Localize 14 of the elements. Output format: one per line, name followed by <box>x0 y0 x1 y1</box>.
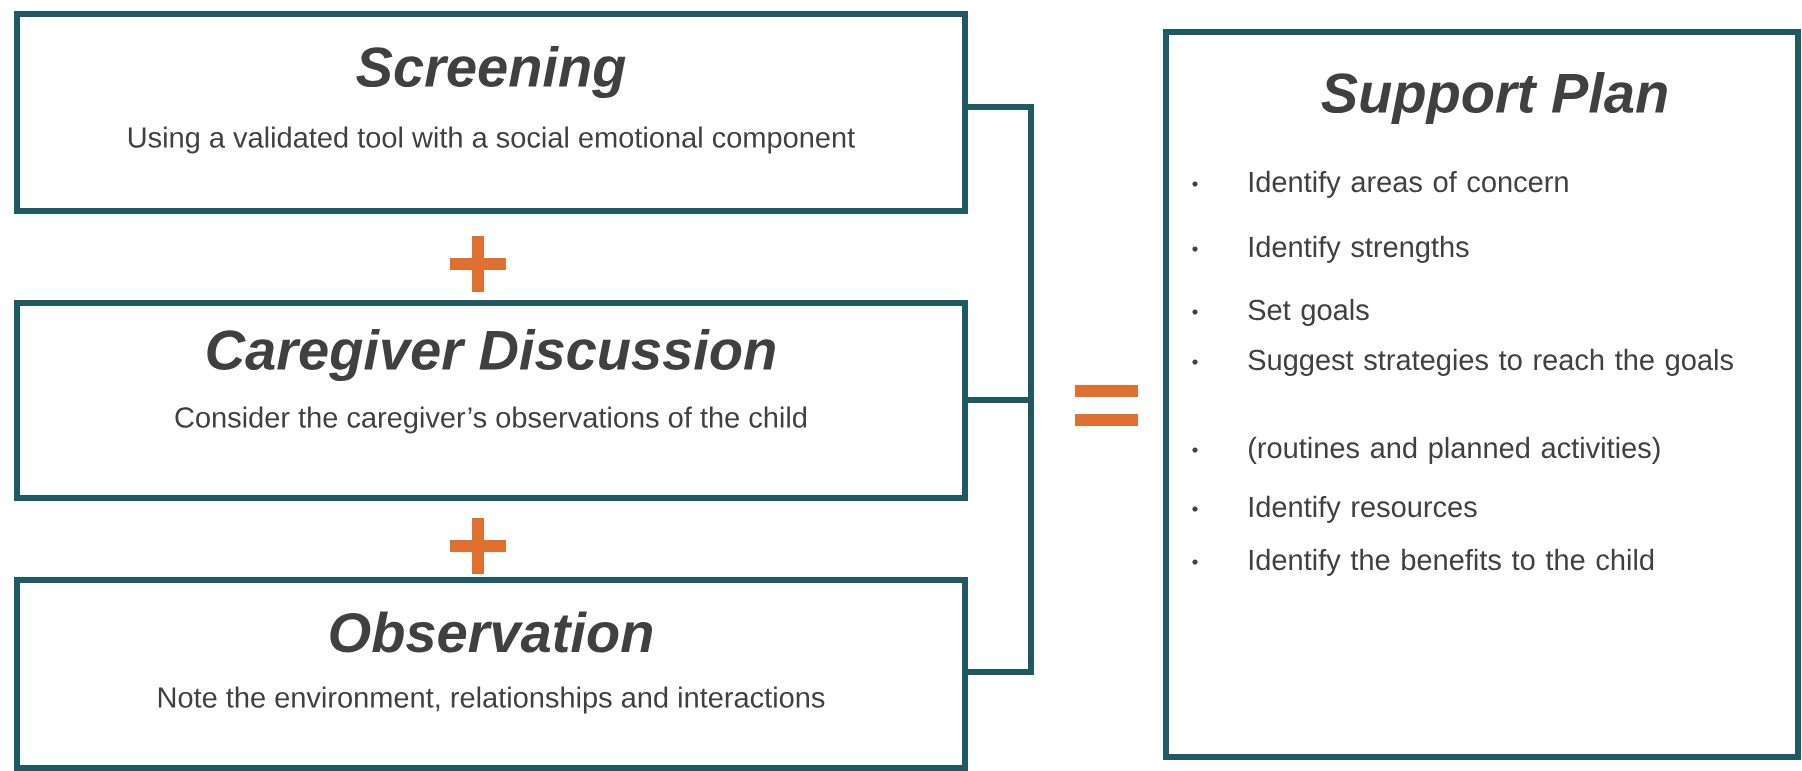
bullet-item: Set goals <box>1192 298 1369 326</box>
box-description: Consider the caregiver’s observations of the child <box>175 406 807 434</box>
box-description: Using a validated tool with a social emotional component <box>128 126 855 154</box>
box-title: Screening <box>356 45 626 99</box>
box-title: Observation <box>330 611 653 653</box>
bullet-item: (routines and planned activities) <box>1192 436 1660 464</box>
box-description: Note the environment, relationships and interactions <box>158 686 825 714</box>
bullet-item: Identify areas of concern <box>1192 170 1568 198</box>
box-title: Support Plan <box>1321 71 1667 125</box>
bullet-item: Identify strengths <box>1192 235 1469 263</box>
bullet-item: Suggest strategies to reach the goals <box>1192 348 1733 376</box>
bullet-item: Identify resources <box>1192 495 1477 523</box>
bullet-item: Identify the benefits to the child <box>1192 548 1654 576</box>
box-title: Caregiver Discussion <box>207 328 775 382</box>
